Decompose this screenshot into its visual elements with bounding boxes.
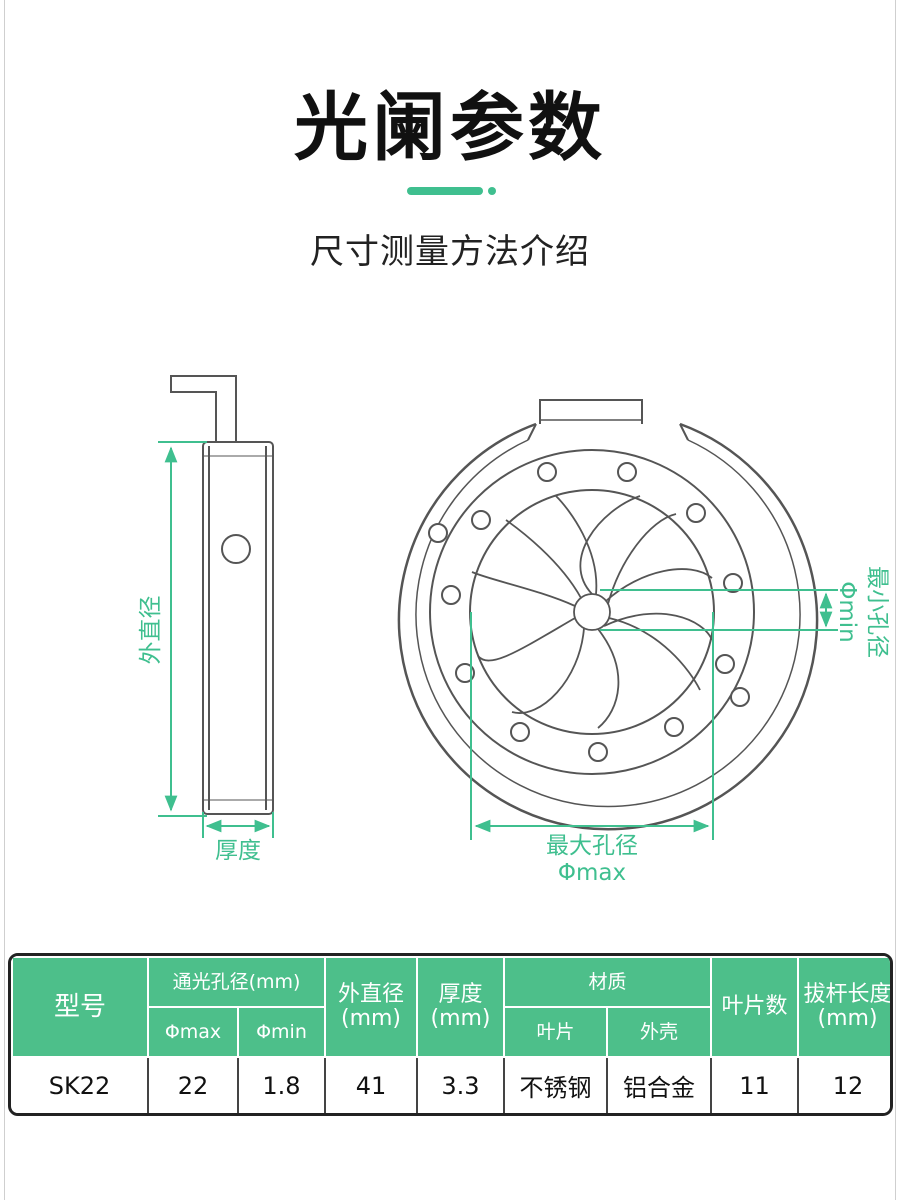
outer-diameter-dimension	[158, 441, 207, 817]
hole	[510, 722, 530, 742]
thickness-label: 厚度	[215, 838, 261, 864]
page-subtitle: 尺寸测量方法介绍	[310, 232, 590, 272]
spec-table: 型号 通光孔径(mm) 外直径(mm) 厚度(mm) 材质 叶片数 拔杆长度(m…	[8, 953, 893, 1116]
min-aperture-symbol: Φmin	[834, 581, 860, 642]
hole	[428, 523, 448, 543]
header-housing: 外壳	[605, 1006, 713, 1058]
side-body	[202, 441, 274, 815]
min-aperture-label: 最小孔径	[864, 566, 890, 658]
hole	[455, 663, 475, 683]
left-border-line	[4, 0, 5, 1200]
cell-outer-diameter: 41	[324, 1056, 418, 1113]
cell-housing: 铝合金	[605, 1056, 713, 1113]
cell-thickness: 3.3	[416, 1056, 505, 1113]
hole	[471, 510, 491, 530]
right-border-line	[895, 0, 896, 1200]
header-material: 材质	[502, 956, 713, 1008]
title-accent-dot	[488, 187, 496, 195]
hole	[664, 717, 684, 737]
header-blade: 叶片	[503, 1006, 608, 1058]
max-aperture-dimension	[470, 612, 714, 840]
max-aperture-label: 最大孔径	[546, 833, 638, 859]
page-title: 光阑参数	[294, 85, 606, 171]
hole	[730, 687, 750, 707]
thickness-dimension	[202, 812, 274, 838]
header-clear-aperture: 通光孔径(mm)	[147, 956, 326, 1008]
mounting-holes	[428, 462, 750, 762]
hole	[537, 462, 557, 482]
header-phi-max: Φmax	[147, 1006, 239, 1058]
iris-diagram: 外直径 厚度	[138, 375, 890, 886]
cell-phi-min: 1.8	[237, 1056, 326, 1113]
header-outer-diameter: 外直径(mm)	[324, 956, 418, 1058]
hole	[723, 573, 743, 593]
title-accent-bar	[407, 187, 483, 195]
cell-model: SK22	[12, 1056, 149, 1113]
cell-lever-length: 12	[797, 1056, 890, 1113]
lever-outline	[170, 375, 237, 444]
min-aperture-dimension	[600, 589, 838, 631]
hole	[441, 585, 461, 605]
outer-diameter-label: 外直径	[138, 596, 164, 665]
cell-blade: 不锈钢	[503, 1056, 608, 1113]
front-view	[397, 399, 819, 831]
header-lever-length: 拔杆长度(mm)	[797, 956, 890, 1058]
header-model: 型号	[11, 956, 149, 1058]
hole	[617, 462, 637, 482]
side-view	[170, 375, 274, 815]
cell-blade-count: 11	[710, 1056, 800, 1113]
header-thickness: 厚度(mm)	[416, 956, 505, 1058]
cell-phi-max: 22	[147, 1056, 239, 1113]
hole	[686, 503, 706, 523]
hole	[715, 654, 735, 674]
header-phi-min: Φmin	[237, 1006, 326, 1058]
header-blade-count: 叶片数	[710, 956, 800, 1058]
hole	[588, 742, 608, 762]
table-row: SK22 22 1.8 41 3.3 不锈钢 铝合金 11 12	[12, 1056, 890, 1113]
max-aperture-symbol: Φmax	[558, 860, 626, 886]
side-pin	[221, 534, 251, 564]
